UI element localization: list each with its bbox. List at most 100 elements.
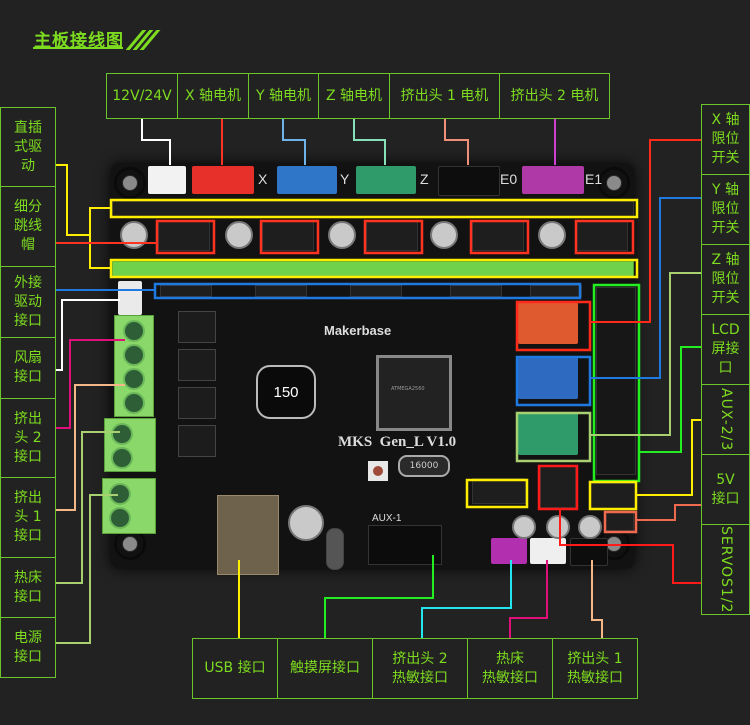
- reset-button: [368, 461, 388, 481]
- label-e2-thermistor-line2: 热敏接口: [392, 669, 448, 686]
- label-aux23: AUX-2/3: [701, 384, 750, 455]
- board-model: MKS Gen_L V1.0: [338, 434, 457, 450]
- label-y-endstop: Y 轴限位开关: [701, 174, 750, 245]
- external-driver-header: [255, 285, 307, 297]
- aux3-header: [590, 483, 636, 509]
- driver-socket-row-top: [112, 201, 634, 217]
- label-touchscreen-port: 触摸屏接口: [277, 638, 373, 699]
- mounting-hole: [598, 167, 630, 199]
- mosfet: [178, 387, 216, 419]
- mcu-label: ATMEGA2560: [391, 386, 425, 392]
- label-bed-thermistor-line1: 热床: [496, 650, 524, 667]
- label-direct-driver: 直插式驱动: [0, 107, 56, 187]
- capacitor: [512, 515, 536, 539]
- label-e1-thermistor-line1: 挤出头 1: [567, 650, 623, 667]
- x-endstop-connector: [518, 302, 578, 344]
- microstep-jumper-e0: [472, 221, 524, 251]
- mounting-hole: [114, 167, 146, 199]
- z-endstop-connector: [518, 413, 578, 455]
- axis-mark-y: Y: [340, 171, 350, 187]
- crystal: 16000: [398, 455, 450, 477]
- leader-direct-driver: [56, 164, 111, 236]
- screw: [111, 423, 133, 445]
- leader-lcd: [639, 346, 701, 453]
- title-underline: [33, 47, 123, 49]
- screw: [109, 507, 131, 529]
- label-usb-port: USB 接口: [192, 638, 278, 699]
- axis-mark-z: Z: [420, 171, 429, 187]
- microstep-jumper-z: [366, 221, 418, 251]
- label-aux23-text: AUX-2/3: [718, 387, 734, 452]
- leader-e1-motor: [444, 119, 469, 165]
- external-driver-header: [450, 285, 502, 297]
- e2-thermistor-connector: [491, 538, 527, 564]
- leader-z-motor: [353, 119, 386, 165]
- microstep-jumper-e1: [576, 221, 628, 251]
- mosfet: [178, 425, 216, 457]
- crystal-y2: [326, 528, 344, 570]
- label-e1-thermistor: 挤出头 1 热敏接口: [552, 638, 638, 699]
- axis-mark-e1: E1: [585, 171, 603, 187]
- leader-5v: [636, 504, 701, 521]
- label-y-motor: Y 轴电机: [248, 73, 319, 119]
- leader-bed-thermistor: [509, 560, 548, 638]
- leader-e1-thermistor: [591, 560, 603, 638]
- label-power-port: 电源接口: [0, 617, 56, 678]
- leader-e2-thermistor: [421, 560, 512, 638]
- 5v-header: [604, 511, 634, 531]
- label-bed-thermistor-line2: 热敏接口: [482, 669, 538, 686]
- bed-thermistor-connector: [530, 538, 566, 564]
- capacitor: [430, 221, 458, 249]
- capacitor: [288, 505, 324, 541]
- label-lcd-port: LCD 屏接口: [701, 314, 750, 385]
- aux1-header: [368, 525, 442, 565]
- lcd-exp-headers: [596, 287, 636, 475]
- capacitor: [225, 221, 253, 249]
- driver-socket-row-bottom: [112, 261, 634, 277]
- y-endstop-connector: [518, 357, 578, 399]
- screw: [123, 344, 145, 366]
- mosfet: [178, 311, 216, 343]
- label-power-12-24v: 12V/24V: [106, 73, 178, 119]
- e0-motor-connector: [438, 166, 500, 196]
- label-x-motor: X 轴电机: [177, 73, 249, 119]
- page-title: 主板接线图: [34, 31, 124, 51]
- e1-motor-connector: [522, 166, 584, 194]
- label-extruder2-port: 挤出头 2 接口: [0, 398, 56, 478]
- external-driver-header: [160, 285, 212, 297]
- leader-y-motor: [282, 119, 306, 165]
- label-fan-port: 风扇接口: [0, 337, 56, 399]
- power-connector-white: [148, 166, 186, 194]
- capacitor: [120, 221, 148, 249]
- leader-direct-driver-2: [89, 235, 111, 269]
- aux2-header: [472, 478, 526, 504]
- mks-gen-l-board: X Y Z E0 E1 150: [102, 163, 636, 575]
- screw: [123, 392, 145, 414]
- aux1-label: AUX-1: [372, 513, 402, 524]
- external-driver-header: [350, 285, 402, 297]
- servos-header: [540, 466, 576, 508]
- label-servos: SERVOS1/2: [701, 524, 750, 615]
- mosfet: [178, 349, 216, 381]
- z-motor-connector: [356, 166, 416, 194]
- mcu-chip: ATMEGA2560: [376, 355, 452, 431]
- inductor: 150: [256, 365, 316, 419]
- label-e2-thermistor-line1: 挤出头 2: [392, 650, 448, 667]
- label-extruder1-port: 挤出头 1 接口: [0, 477, 56, 558]
- microstep-jumper-y: [262, 221, 314, 251]
- label-z-endstop: Z 轴限位开关: [701, 244, 750, 315]
- e1-thermistor-connector: [570, 538, 608, 566]
- microstep-jumper-x: [158, 221, 210, 251]
- x-motor-connector: [192, 166, 254, 194]
- external-driver-header: [530, 285, 582, 297]
- label-e2-motor: 挤出头 2 电机: [499, 73, 610, 119]
- screw: [123, 368, 145, 390]
- usb-b-connector: [217, 495, 279, 575]
- capacitor: [578, 515, 602, 539]
- label-microstep-jumper: 细分跳线帽: [0, 186, 56, 267]
- label-e2-thermistor: 挤出头 2 热敏接口: [372, 638, 468, 699]
- inductor-label: 150: [273, 383, 299, 401]
- label-bed-thermistor: 热床 热敏接口: [467, 638, 553, 699]
- capacitor: [538, 221, 566, 249]
- label-heatbed-port: 热床接口: [0, 557, 56, 618]
